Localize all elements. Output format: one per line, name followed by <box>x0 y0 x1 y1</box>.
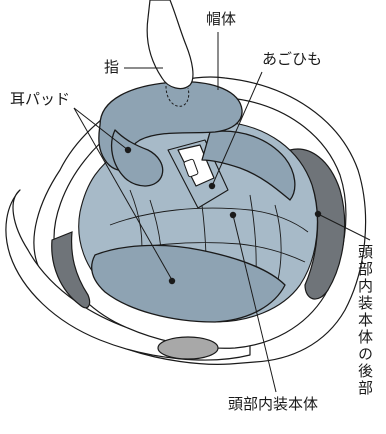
dot-rear-liner <box>314 210 322 218</box>
dot-chin-strap <box>208 182 216 190</box>
dot-ear-pad <box>124 146 132 154</box>
label-ear-pad: 耳パッド <box>10 90 71 108</box>
leader-ear-pad-1 <box>73 107 129 151</box>
left-liner-part <box>51 231 91 309</box>
label-rear-liner: 頭部内装本体の後部 <box>356 244 374 397</box>
dot-ear-pad-lower <box>168 277 176 285</box>
label-liner: 頭部内装本体 <box>228 395 319 413</box>
leader-rear-liner <box>317 213 371 241</box>
helmet-brim <box>5 189 251 361</box>
leader-ear-pad-2 <box>73 107 173 281</box>
leader-liner <box>232 214 277 393</box>
back-pad <box>201 130 296 201</box>
label-finger: 指 <box>104 58 120 76</box>
ear-pad-flap <box>111 129 164 187</box>
chin-strap-slot <box>183 158 199 178</box>
label-shell: 帽体 <box>206 10 237 28</box>
finger-nail-hidden <box>165 85 190 107</box>
front-liner-pad <box>91 244 286 323</box>
leader-chin-strap <box>211 71 263 187</box>
front-bottom-pad <box>157 336 219 360</box>
dot-liner <box>229 211 237 219</box>
label-chin-strap: あごひも <box>262 50 323 68</box>
finger <box>146 0 194 90</box>
